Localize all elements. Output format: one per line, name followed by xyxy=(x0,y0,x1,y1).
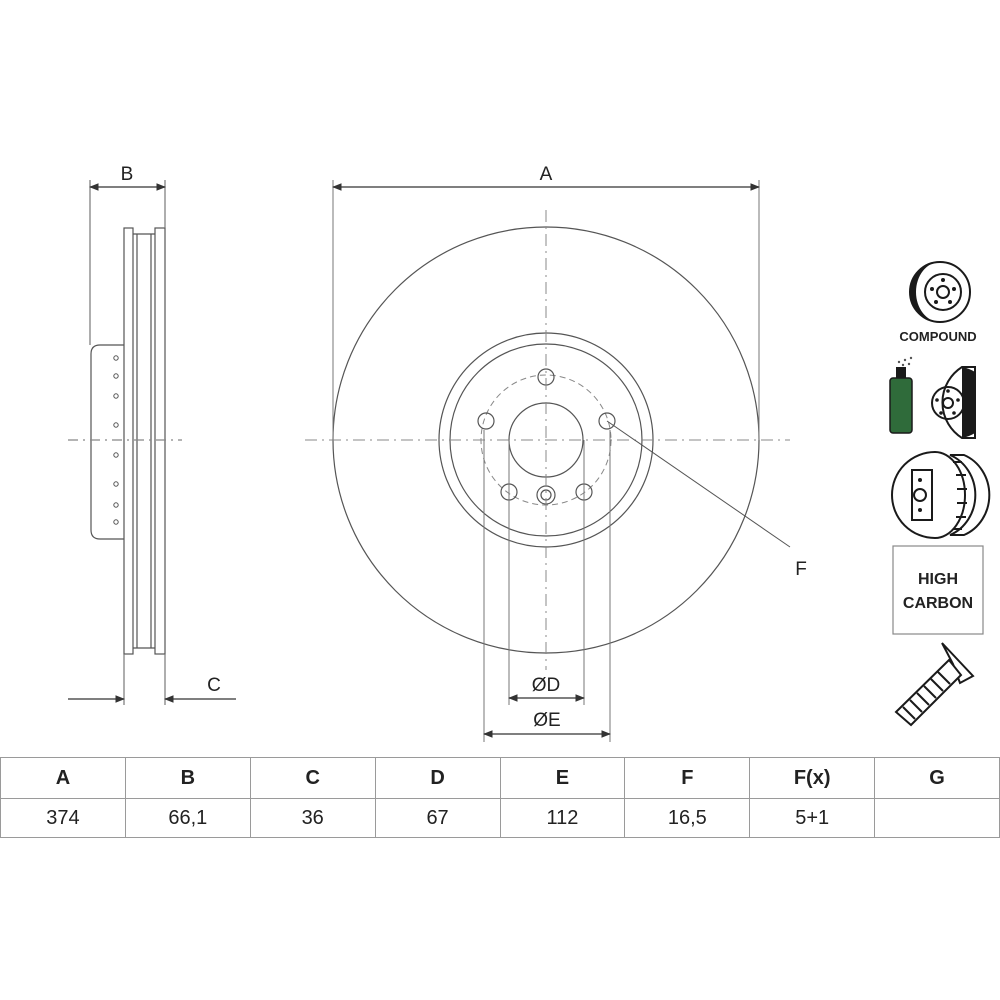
front-view xyxy=(305,210,790,670)
spec-header-f: F xyxy=(624,757,751,799)
brake-disc-drawing: B C A ØD xyxy=(68,164,991,742)
spec-header-fx: F(x) xyxy=(749,757,876,799)
side-view-outer-plate-left xyxy=(123,227,134,655)
dimension-c: C xyxy=(68,675,236,703)
spec-header-d: D xyxy=(374,757,501,799)
spec-header-b: B xyxy=(124,757,251,799)
bolt-hole xyxy=(598,412,616,430)
high-carbon-line2: CARBON xyxy=(903,595,973,612)
side-view xyxy=(68,180,182,705)
spec-value-a: 374 xyxy=(0,798,126,838)
coating-badge xyxy=(889,356,976,439)
dimension-e-label: ØE xyxy=(533,710,560,731)
side-view-holes xyxy=(113,355,119,525)
ventilated-disc-badge xyxy=(891,450,991,540)
spray-can-icon xyxy=(889,377,913,434)
screw-icon xyxy=(894,642,975,727)
spec-value-fx: 5+1 xyxy=(749,798,876,838)
spec-value-g xyxy=(874,798,1000,838)
high-carbon-line1: HIGH xyxy=(918,571,958,588)
dimension-e: ØE xyxy=(483,430,611,742)
compound-badge-label: COMPOUND xyxy=(899,329,976,344)
spec-value-e: 112 xyxy=(499,798,626,838)
spec-value-b: 66,1 xyxy=(124,798,251,838)
compound-badge: COMPOUND xyxy=(899,261,977,344)
dimension-b: B xyxy=(89,164,166,191)
high-carbon-badge: HIGH CARBON xyxy=(892,545,984,635)
spec-table-header-row: A B C D E F F(x) G xyxy=(0,757,1000,799)
leader-f: F xyxy=(606,420,807,580)
spec-header-a: A xyxy=(0,757,126,799)
dimension-b-label: B xyxy=(121,164,134,185)
spec-table: A B C D E F F(x) G 374 66,1 36 67 112 16… xyxy=(0,757,1000,838)
leader-f-label: F xyxy=(795,559,807,580)
spec-header-g: G xyxy=(874,757,1000,799)
side-view-hub xyxy=(90,344,124,540)
dimension-a-label: A xyxy=(540,164,553,185)
spec-value-d: 67 xyxy=(374,798,501,838)
dimension-d-label: ØD xyxy=(532,675,561,696)
dimension-c-label: C xyxy=(207,675,221,696)
spec-header-c: C xyxy=(249,757,376,799)
bolt-hole xyxy=(477,412,495,430)
dimension-a: A xyxy=(332,164,760,440)
side-view-outer-plate-right xyxy=(154,227,166,655)
spec-value-c: 36 xyxy=(249,798,376,838)
spec-header-e: E xyxy=(499,757,626,799)
dimension-d: ØD xyxy=(508,440,585,705)
spec-value-f: 16,5 xyxy=(624,798,751,838)
spec-table-value-row: 374 66,1 36 67 112 16,5 5+1 xyxy=(0,798,1000,838)
